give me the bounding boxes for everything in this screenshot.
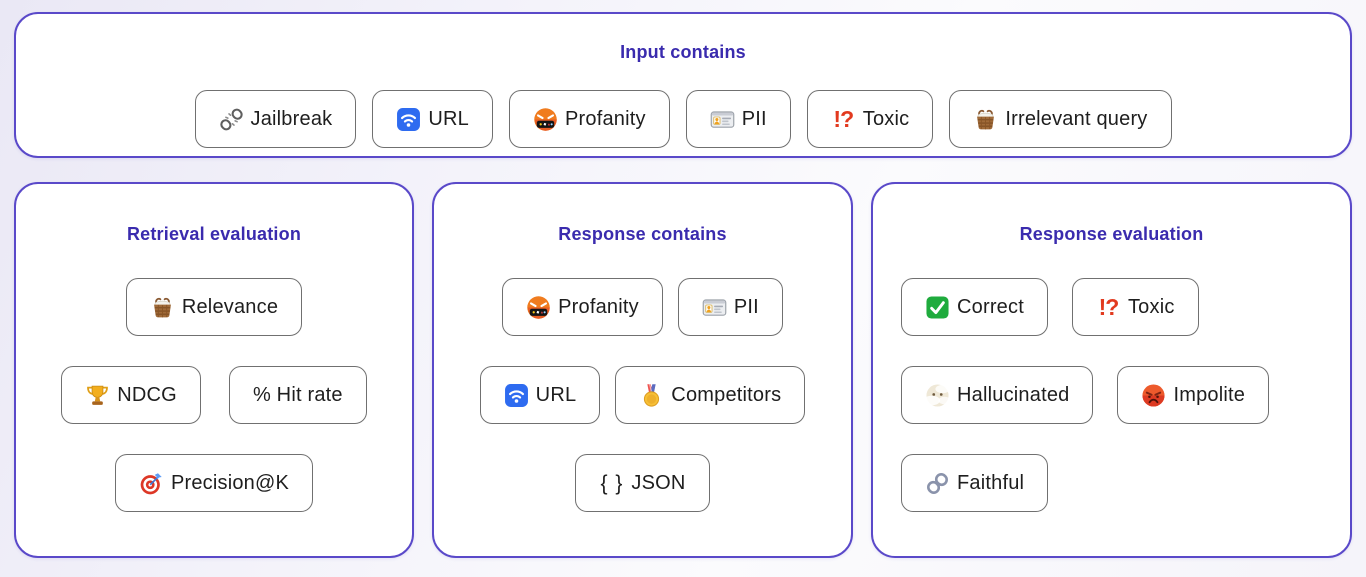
chip-label: URL [428, 107, 469, 130]
chip-row: { } JSON [434, 454, 851, 512]
chip-label: Faithful [957, 471, 1025, 494]
chip-label: URL [535, 383, 577, 406]
chip-url: URL [372, 90, 493, 148]
chip-hallucinated: Hallucinated [901, 366, 1094, 424]
medal-icon [639, 383, 664, 408]
id-card-icon [710, 107, 735, 132]
exclamation-question-icon: !? [833, 105, 854, 132]
chip-precision-at-k: Precision@K [114, 454, 314, 512]
wireless-icon [504, 383, 529, 408]
chip-pii: PII [685, 90, 791, 148]
chip-label: JSON [631, 471, 686, 494]
chip-profanity: Profanity [508, 90, 670, 148]
chip-response-toxic: !? Toxic [1071, 278, 1199, 336]
chip-correct: Correct [901, 278, 1048, 336]
angry-face-icon [1141, 383, 1166, 408]
chip-competitors: Competitors [615, 366, 806, 424]
chip-ndcg: NDCG [61, 366, 201, 424]
exclamation-question-icon: !? [1098, 293, 1120, 320]
id-card-icon [702, 295, 727, 320]
response-contains-rows: Profanity PII [434, 278, 851, 512]
panel-input-contains: Input contains Jailbreak [14, 12, 1352, 158]
laundry-basket-icon [150, 295, 175, 320]
chip-row: Relevance [16, 278, 412, 336]
panel-title-response-contains: Response contains [558, 224, 727, 244]
chip-jailbreak: Jailbreak [194, 90, 357, 148]
chip-label: NDCG [117, 383, 177, 406]
chip-row: Hallucinated Impolite [901, 366, 1350, 424]
cursing-face-icon [526, 295, 551, 320]
trophy-icon [85, 383, 110, 408]
chip-label: Correct [957, 295, 1024, 318]
chip-response-url: URL [479, 366, 601, 424]
chip-faithful: Faithful [901, 454, 1049, 512]
chip-row: NDCG % Hit rate [16, 366, 412, 424]
panel-title-input-contains: Input contains [620, 42, 746, 62]
chip-response-pii: PII [677, 278, 783, 336]
chip-impolite: Impolite [1117, 366, 1270, 424]
chip-label: Profanity [558, 295, 639, 318]
chip-label: Irrelevant query [1005, 107, 1148, 130]
chip-label: Competitors [671, 383, 782, 406]
green-check-icon [925, 295, 950, 320]
chip-row: URL Competitors [434, 366, 851, 424]
response-evaluation-rows: Correct !? Toxic Ha [873, 278, 1350, 512]
chip-label: Relevance [181, 295, 279, 318]
chip-label: Impolite [1173, 383, 1246, 406]
chain-link-icon [925, 471, 950, 496]
broken-chain-icon [219, 107, 244, 132]
laundry-basket-icon [973, 107, 998, 132]
chip-label: PII [741, 107, 767, 130]
chip-row: Correct !? Toxic [901, 278, 1350, 336]
panel-title-response-evaluation: Response evaluation [1019, 224, 1204, 244]
chip-response-profanity: Profanity [502, 278, 663, 336]
chip-label: PII [733, 295, 759, 318]
dart-target-icon [139, 471, 164, 496]
chip-row: Faithful [901, 454, 1350, 512]
cursing-face-icon [533, 107, 558, 132]
input-contains-chip-row: Jailbreak URL [16, 90, 1350, 148]
chip-row: Profanity PII [434, 278, 851, 336]
chip-label: Profanity [564, 107, 646, 130]
panel-response-evaluation: Response evaluation Correct !? Toxic [871, 182, 1352, 558]
chip-label: Toxic [862, 107, 910, 130]
panel-title-retrieval-evaluation: Retrieval evaluation [126, 224, 302, 244]
chip-label: Toxic [1127, 295, 1175, 318]
chip-toxic: !? Toxic [806, 90, 934, 148]
chip-label: % Hit rate [252, 383, 343, 406]
curly-braces-icon: { } [600, 471, 624, 495]
chip-json: { } JSON [575, 454, 710, 512]
retrieval-evaluation-rows: Relevance NDCG % Hit rate [16, 278, 412, 512]
chip-relevance: Relevance [125, 278, 303, 336]
chip-row: Precision@K [16, 454, 412, 512]
chip-label: Jailbreak [250, 107, 333, 130]
panel-retrieval-evaluation: Retrieval evaluation Relevance [14, 182, 414, 558]
chip-hit-rate: % Hit rate [228, 366, 367, 424]
panel-response-contains: Response contains Profanity [432, 182, 853, 558]
face-in-clouds-icon [925, 383, 950, 408]
chip-irrelevant-query: Irrelevant query [949, 90, 1172, 148]
chip-label: Precision@K [170, 471, 290, 494]
chip-label: Hallucinated [957, 383, 1070, 406]
wireless-icon [396, 107, 421, 132]
